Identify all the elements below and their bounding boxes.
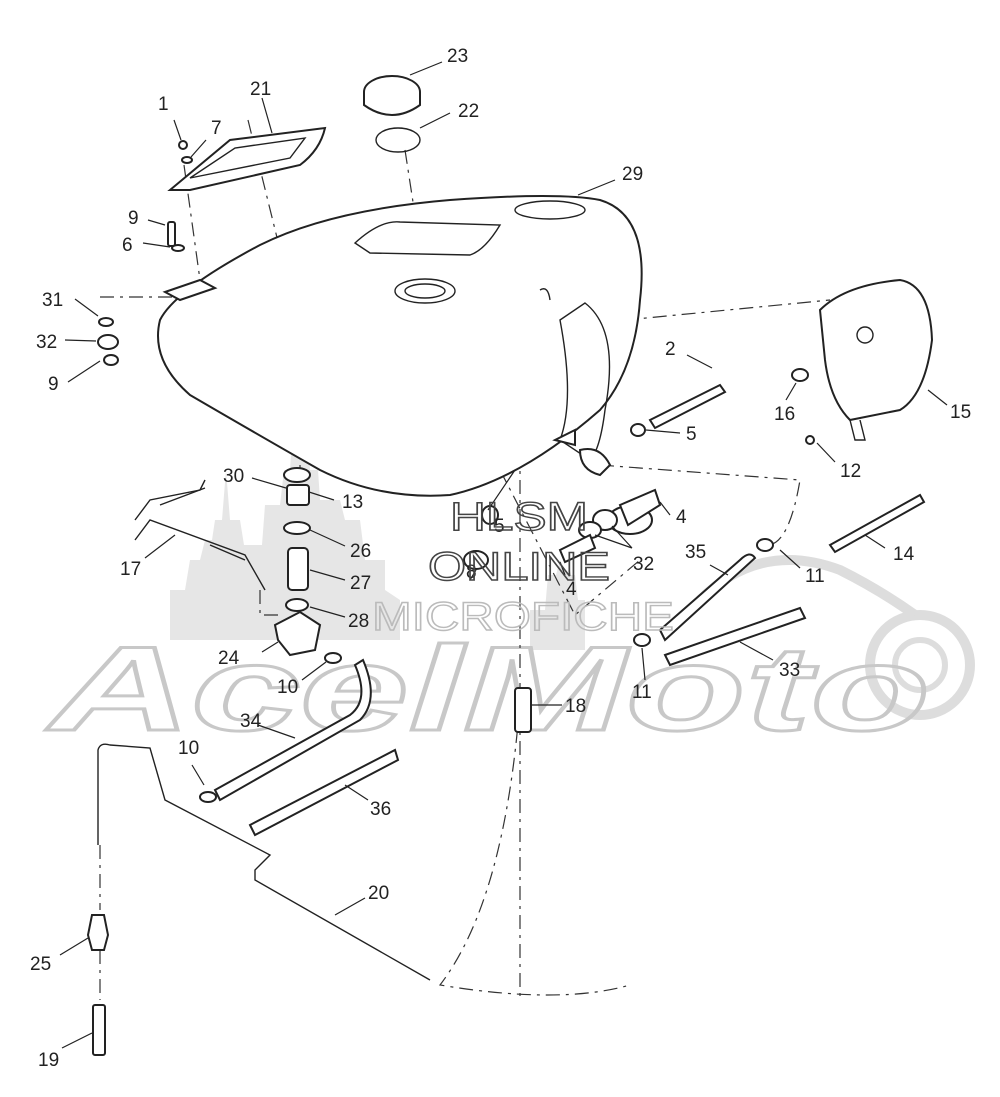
part-label-24: 24 [218, 648, 240, 669]
part-label-5: 5 [686, 424, 697, 445]
part-label-17: 17 [120, 559, 141, 580]
part-label-1: 1 [158, 94, 169, 115]
watermark-brand: AcelMoto [45, 622, 930, 756]
part-label-13: 13 [342, 492, 363, 513]
part-label-6: 6 [122, 235, 133, 256]
part-label-32: 32 [633, 554, 654, 575]
part-label-4: 4 [676, 507, 687, 528]
leader-lines [59, 61, 948, 1049]
part-label-4: 4 [566, 579, 577, 600]
part-label-25: 25 [30, 954, 51, 975]
part-label-18: 18 [565, 696, 586, 717]
part-label-19: 19 [38, 1050, 59, 1071]
hoses-and-lines [199, 493, 926, 837]
part-label-11: 11 [805, 566, 825, 587]
watermark-line-2: ONLINE [428, 545, 610, 589]
fuel-tank [157, 195, 643, 497]
part-label-26: 26 [350, 541, 371, 562]
watermark-line-1: HLSM [450, 495, 588, 539]
mounting-bolts-right [463, 383, 727, 570]
part-label-7: 7 [211, 118, 222, 139]
part-label-10: 10 [178, 738, 199, 759]
part-label-15: 15 [950, 402, 971, 423]
part-label-27: 27 [350, 573, 371, 594]
part-label-32: 32 [36, 332, 57, 353]
part-label-36: 36 [370, 799, 391, 820]
petcock-assembly [134, 467, 322, 657]
watermark-skyline [170, 320, 585, 650]
part-label-11: 11 [632, 682, 652, 703]
part-label-9: 9 [48, 374, 59, 395]
part-label-12: 12 [840, 461, 861, 482]
part-label-16: 16 [774, 404, 795, 425]
part-label-9: 9 [128, 208, 139, 229]
part-label-14: 14 [893, 544, 915, 565]
part-label-20: 20 [368, 883, 389, 904]
part-label-21: 21 [250, 79, 271, 100]
part-label-29: 29 [622, 164, 643, 185]
fuel-line-rod [86, 743, 431, 1056]
hlsm-watermark: HLSM ONLINE MICROFICHE [371, 494, 674, 639]
console-door [167, 126, 327, 191]
part-label-34: 34 [240, 711, 262, 732]
part-label-30: 30 [223, 466, 244, 487]
watermark-line-3: MICROFICHE [372, 595, 674, 639]
part-labels: 1 7 21 23 22 29 9 6 31 32 9 2 16 15 5 12… [30, 46, 971, 1071]
part-label-23: 23 [447, 46, 468, 67]
part-label-31: 31 [42, 290, 63, 311]
part-label-10: 10 [277, 677, 298, 698]
part-label-28: 28 [348, 611, 369, 632]
part-label-8: 8 [466, 562, 477, 583]
part-label-2: 2 [665, 339, 676, 360]
part-label-35: 35 [685, 542, 706, 563]
side-cover-right [791, 278, 934, 445]
part-label-33: 33 [779, 660, 800, 681]
fuel-cap [363, 75, 421, 153]
small-hardware-left [97, 140, 218, 366]
part-label-22: 22 [458, 101, 479, 122]
part-label-5: 5 [494, 516, 505, 537]
